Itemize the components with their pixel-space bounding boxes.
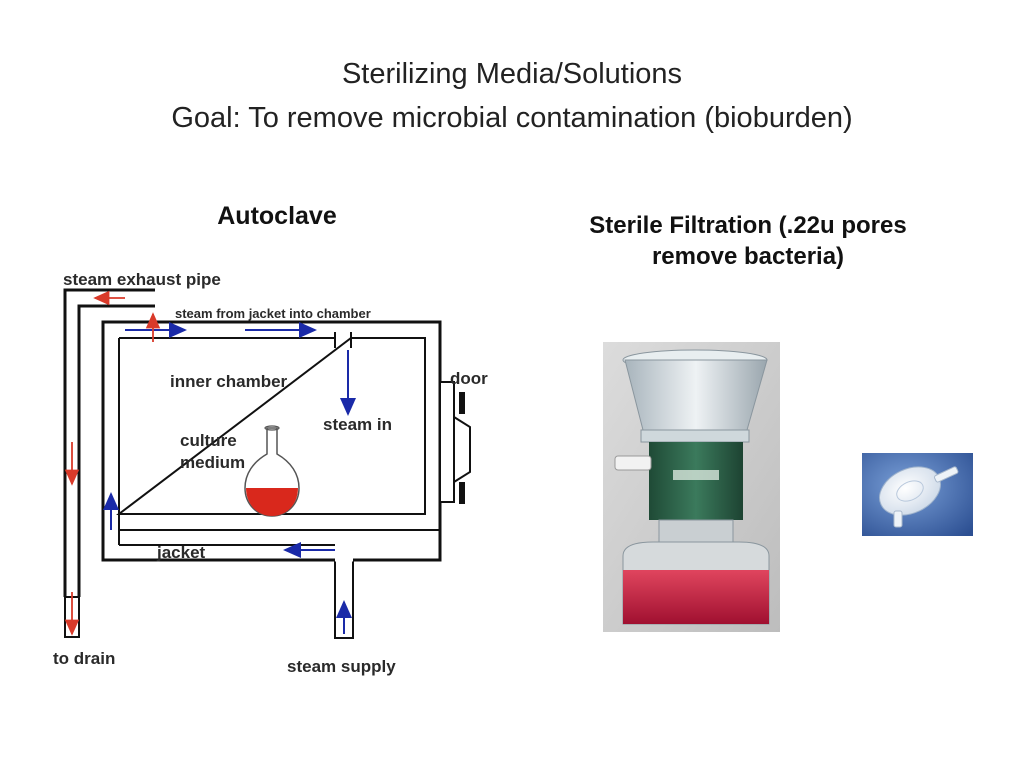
autoclave-heading: Autoclave xyxy=(217,202,337,230)
label-steam-supply: steam supply xyxy=(287,657,396,676)
bottle-top-filter-photo xyxy=(603,342,780,632)
syringe-filter-photo xyxy=(862,453,973,536)
slide-title-line-2: Goal: To remove microbial contamination … xyxy=(171,102,853,134)
label-steam-exhaust-pipe: steam exhaust pipe xyxy=(63,270,221,289)
culture-flask xyxy=(244,425,300,517)
exhaust-pipe-outer xyxy=(63,288,155,597)
exhaust-pipe-inner xyxy=(77,304,155,597)
autoclave-door xyxy=(439,381,471,504)
slide-title-line-1: Sterilizing Media/Solutions xyxy=(341,58,683,90)
sterile-filtration-heading: Sterile Filtration (.22u pores remove ba… xyxy=(589,212,907,270)
label-steam-from-jacket: steam from jacket into chamber xyxy=(175,306,371,321)
label-medium: medium xyxy=(180,453,245,472)
label-door: door xyxy=(450,369,488,388)
inner-chamber-wall xyxy=(116,337,426,515)
label-inner-chamber: inner chamber xyxy=(170,372,288,391)
autoclave-diagram: steam exhaust pipe steam from jacket int… xyxy=(53,270,488,676)
label-culture: culture xyxy=(180,431,237,450)
slide-title: Sterilizing Media/Solutions Goal: To rem… xyxy=(0,52,1024,140)
label-steam-in: steam in xyxy=(323,415,392,434)
label-jacket: jacket xyxy=(156,543,206,562)
label-to-drain: to drain xyxy=(53,649,115,668)
